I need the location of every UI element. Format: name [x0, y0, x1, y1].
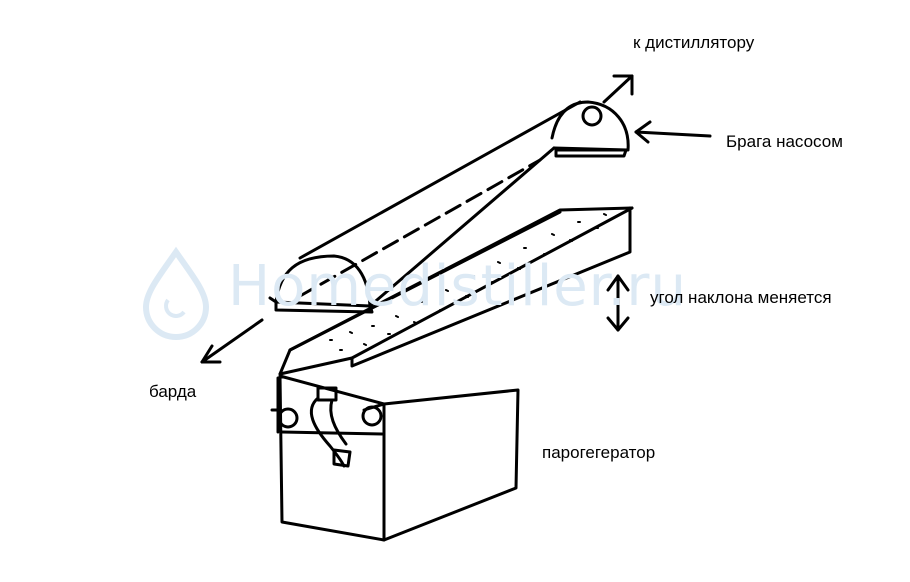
tray-texture	[329, 213, 607, 351]
half-cylinder-column	[268, 100, 630, 314]
label-steam-generator: парогегератор	[542, 443, 656, 462]
label-to-distiller: к дистиллятору	[633, 33, 755, 52]
watermark-logo	[142, 246, 210, 340]
distiller-sketch	[200, 74, 712, 542]
label-stillage: барда	[149, 382, 197, 401]
steam-pipe	[309, 386, 352, 468]
arrow-mash-in	[634, 120, 712, 144]
wheels	[270, 402, 386, 429]
label-tilt-angle: угол наклона меняется	[650, 288, 832, 307]
watermark-text: Homedistiller.ru	[228, 254, 687, 319]
arrow-stillage-out	[200, 318, 264, 364]
arrow-tilt	[606, 274, 630, 332]
label-mash-pump: Брага насосом	[726, 132, 843, 151]
tilted-tray	[278, 206, 634, 376]
arrow-to-distiller	[602, 74, 634, 104]
